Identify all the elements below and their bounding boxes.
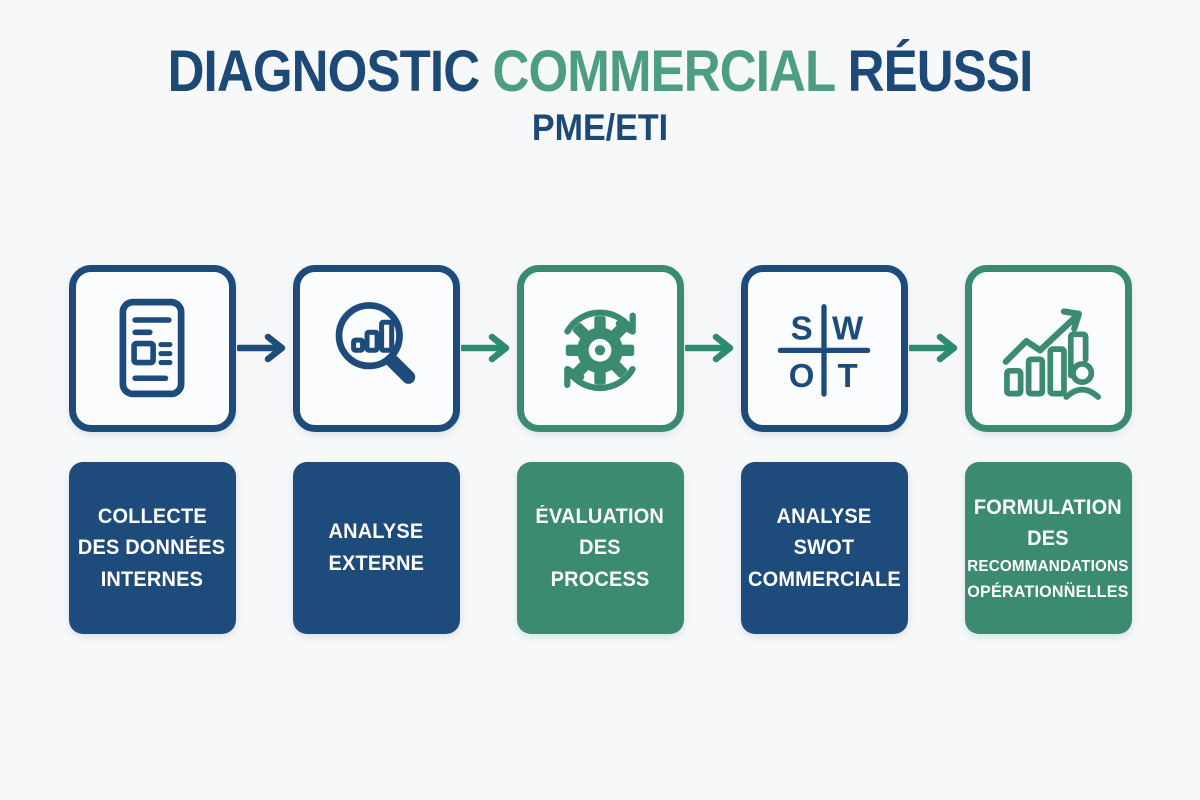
swot-letter-s: S (791, 310, 813, 347)
title-part-commercial: COMMERCIAL (492, 39, 836, 104)
flow-arrow-2 (460, 265, 517, 432)
step3-label-line2: DES (579, 536, 621, 560)
swot-letter-o: O (789, 357, 815, 394)
arrow-right-icon (237, 333, 291, 363)
step2-label-line1: ANALYSE (328, 520, 424, 544)
step3-label-line1: ÉVALUATION (535, 504, 665, 528)
flow-arrow-3 (684, 265, 741, 432)
step5-label-line4: OPÉRATIONN̈ELLES (967, 581, 1129, 601)
swot-grid-icon: S W O T (765, 289, 883, 407)
step5-label: FORMULATION DES RECOMMANDATIONS OPÉRATIO… (964, 461, 1132, 634)
step1-icon-box (68, 264, 236, 432)
swot-letter-t: T (838, 357, 858, 394)
header: DIAGNOSTIC COMMERCIAL RÉUSSI PME/ETI (0, 0, 1200, 149)
step2-label-line2: EXTERNE (328, 551, 424, 575)
step2-label: ANALYSE EXTERNE (292, 461, 460, 634)
step5-label-line3: RECOMMANDATIONS (967, 557, 1129, 575)
flow-arrow-1 (236, 265, 293, 432)
magnifier-chart-icon (320, 292, 432, 404)
title-part-reussi: RÉUSSI (847, 39, 1034, 104)
step1-label: COLLECTE DES DONNÉES INTERNES (68, 461, 236, 634)
step3-label-line3: PROCESS (550, 567, 650, 591)
step5-label-line2: DES (1027, 527, 1069, 551)
step4-label-line2: SWOT (793, 536, 855, 560)
step1-label-line1: COLLECTE (97, 504, 207, 528)
step4-icon-box: S W O T (740, 264, 908, 432)
step3-icon-box (516, 264, 684, 432)
step4-label-line3: COMMERCIALE (747, 567, 901, 591)
growth-chart-people-icon (991, 291, 1105, 405)
step4-label: ANALYSE SWOT COMMERCIALE (740, 461, 908, 634)
arrow-right-icon (461, 333, 515, 363)
arrow-right-icon (909, 333, 963, 363)
process-flow-diagram: S W O T (68, 264, 1132, 634)
swot-letter-w: W (832, 310, 864, 347)
step3-label: ÉVALUATION DES PROCESS (516, 461, 684, 634)
gear-cycle-icon (543, 291, 657, 405)
step2-icon-box (292, 264, 460, 432)
document-report-icon (96, 292, 208, 404)
arrow-right-icon (685, 333, 739, 363)
page-subtitle: PME/ETI (531, 106, 669, 148)
step4-label-line1: ANALYSE (776, 504, 872, 528)
title-part-diagnostic: DIAGNOSTIC (167, 39, 481, 104)
step5-icon-box (964, 264, 1132, 432)
step1-label-line3: INTERNES (100, 567, 204, 591)
step5-label-line1: FORMULATION (974, 495, 1123, 519)
page-title: DIAGNOSTIC COMMERCIAL RÉUSSI (72, 39, 1128, 104)
step1-label-line2: DES DONNÉES (78, 536, 226, 560)
flow-arrow-4 (908, 265, 965, 432)
